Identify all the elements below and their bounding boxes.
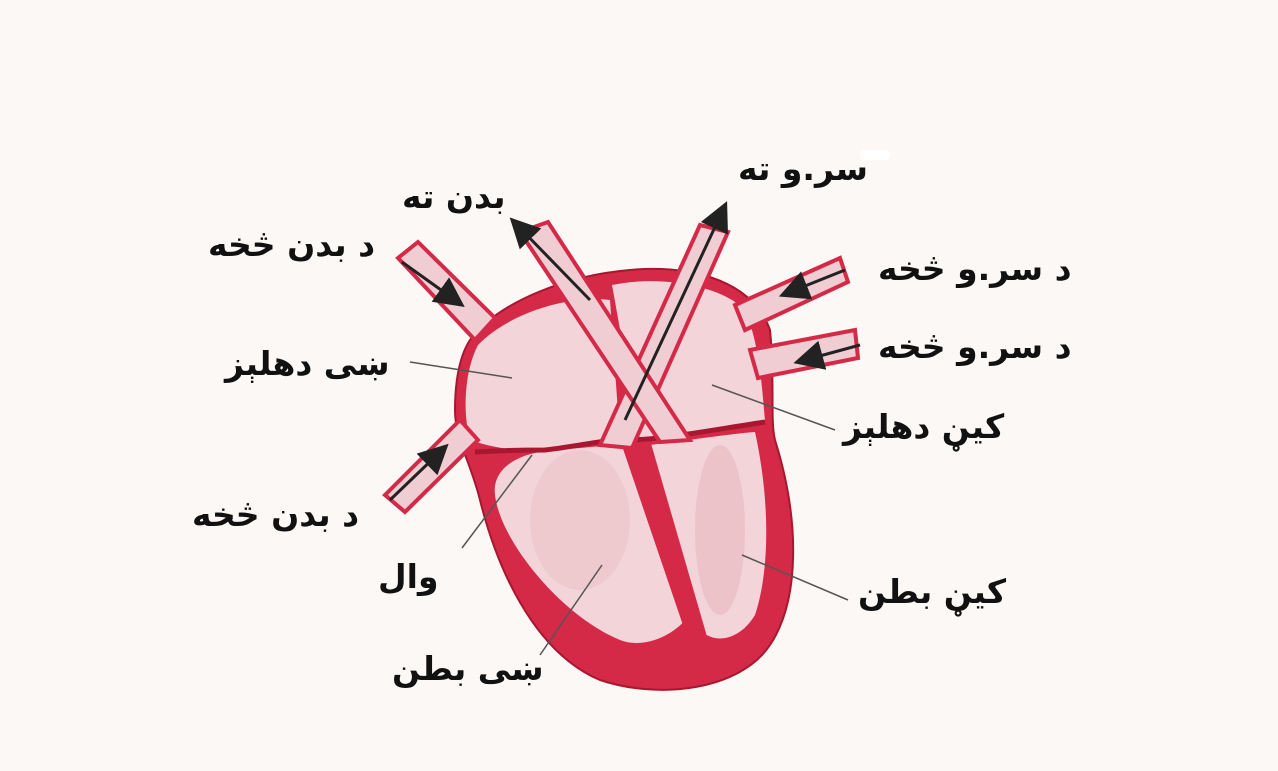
label-left-atrium: کیڼ دهلېز: [843, 410, 1004, 443]
label-from-body-top: د بدن څخه: [208, 228, 375, 261]
label-from-body-bottom: د بدن څخه: [192, 498, 359, 531]
pulmonary-vein-top: [735, 258, 848, 330]
label-right-ventricle: ښی بطن: [392, 652, 544, 685]
label-to-body: بدن ته: [402, 180, 506, 213]
superior-vessel: [398, 242, 495, 340]
label-from-head-top: د سر.و څخه: [878, 252, 1072, 285]
label-right-atrium: ښی دهلېز: [225, 347, 390, 380]
label-to-head: سر.و ته: [738, 152, 868, 185]
label-from-head-bottom: د سر.و څخه: [878, 330, 1072, 363]
label-valve: وال: [378, 560, 438, 593]
label-left-ventricle: کیڼ بطن: [858, 575, 1006, 608]
inferior-vessel: [385, 420, 478, 512]
